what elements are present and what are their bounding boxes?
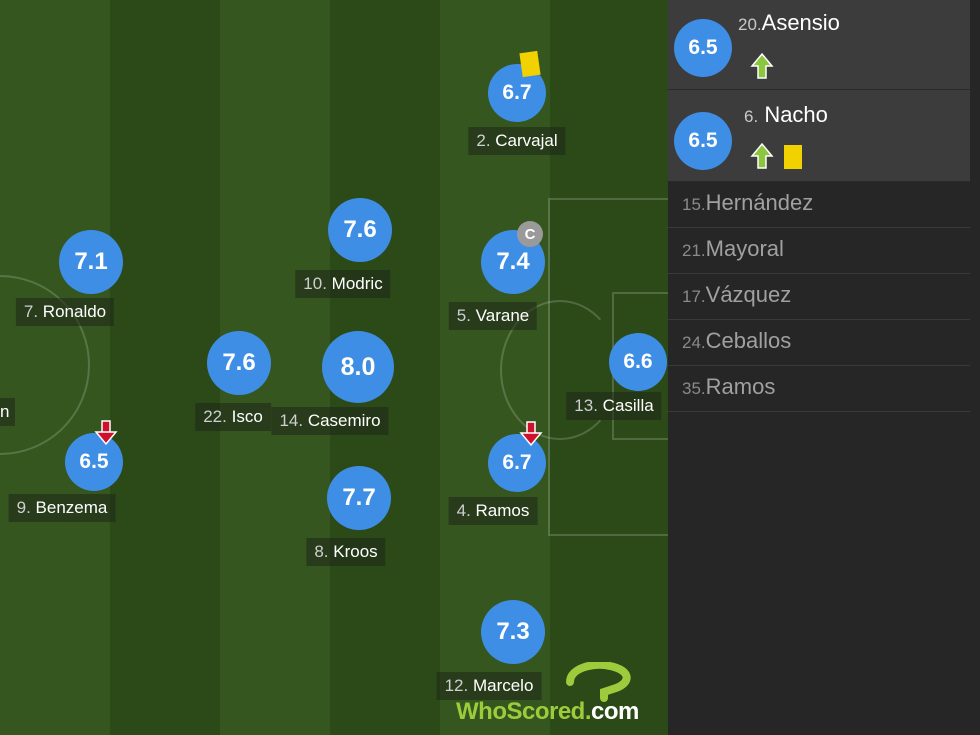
pitch-stripe	[110, 0, 220, 735]
player-name-box: 10. Modric	[295, 270, 391, 298]
rating-bubble: 7.6	[207, 331, 271, 395]
player-name: Marcelo	[472, 676, 534, 695]
substitute-row-asensio[interactable]: 6.5 20.Asensio	[668, 0, 970, 90]
shirt-number: 4.	[456, 501, 471, 520]
shirt-number: 13.	[574, 396, 598, 415]
player-name: Varane	[475, 306, 530, 325]
player-name: Casilla	[602, 396, 654, 415]
penalty-arc	[500, 300, 620, 440]
bench-row-ramos[interactable]: 35.Ramos	[668, 366, 970, 412]
shirt-number: 24.	[682, 333, 706, 352]
shirt-number: 10.	[303, 274, 327, 293]
rating-bubble: 6.5	[674, 112, 732, 170]
bench-row-mayoral[interactable]: 21.Mayoral	[668, 228, 970, 274]
substitute-name-box: 6. Nacho	[744, 102, 828, 128]
pitch: n 6.7 2. Carvajal 7.6 10. Modric 7.4 5. …	[0, 0, 668, 735]
shirt-number: 9.	[16, 498, 31, 517]
shirt-number: 21.	[682, 241, 706, 260]
player-name: Ramos	[705, 374, 776, 399]
logo-suffix: com	[591, 698, 639, 725]
player-name: Isco	[231, 407, 263, 426]
player-name-box: 8. Kroos	[306, 538, 386, 566]
shirt-number: 7.	[23, 302, 39, 321]
player-name-box: 12. Marcelo	[436, 672, 542, 700]
rating-bubble: 6.6	[609, 333, 667, 391]
rating-bubble: 7.3	[481, 600, 545, 664]
shirt-number: 14.	[279, 411, 304, 430]
player-name-box: 2. Carvajal	[468, 127, 566, 155]
player-name-partial: n	[0, 398, 16, 426]
player-name: Ramos	[475, 501, 530, 520]
rating-bubble: 7.6	[328, 198, 392, 262]
rating-bubble: 7.1	[59, 230, 123, 294]
rating-bubble: 6.7	[488, 434, 546, 492]
player-name-box: 7. Ronaldo	[15, 298, 115, 326]
player-name: Asensio	[761, 10, 840, 35]
shirt-number: 8.	[314, 542, 329, 561]
player-name-box: 14. Casemiro	[271, 407, 389, 435]
sub-off-arrow-icon	[519, 421, 543, 447]
substitute-name-box: 20.Asensio	[738, 10, 840, 36]
player-name: Ronaldo	[42, 302, 107, 321]
rating-bubble: 6.5	[65, 433, 123, 491]
logo-text: WhoScored.com	[456, 698, 639, 726]
player-name: Kroos	[333, 542, 378, 561]
yellow-card-icon	[784, 145, 802, 169]
logo-main-text: WhoScored	[456, 698, 585, 725]
player-name-box: 5. Varane	[448, 302, 538, 330]
substitute-row-nacho[interactable]: 6.5 6. Nacho	[668, 90, 970, 182]
player-name: Casemiro	[307, 411, 381, 430]
rating-bubble: 7.7	[327, 466, 391, 530]
player-name-box: 13. Casilla	[566, 392, 662, 420]
sub-on-arrow-icon	[750, 142, 774, 169]
rating-bubble: 6.5	[674, 19, 732, 77]
shirt-number: 12.	[444, 676, 469, 695]
shirt-number: 6.	[744, 107, 759, 126]
player-name: Benzema	[35, 498, 108, 517]
whoscored-logo: WhoScored.com	[456, 662, 639, 725]
bench-row-hernandez[interactable]: 15.Hernández	[668, 182, 970, 228]
player-name: Vázquez	[705, 282, 792, 307]
captain-badge-icon: C	[517, 221, 543, 247]
bench-row-ceballos[interactable]: 24.Ceballos	[668, 320, 970, 366]
shirt-number: 22.	[203, 407, 227, 426]
player-name: Ceballos	[705, 328, 792, 353]
player-name-label: n	[0, 402, 10, 421]
substitutes-panel: 6.5 20.Asensio 6.5 6. Nacho 15.Hernández…	[668, 0, 980, 735]
player-name: Modric	[331, 274, 383, 293]
shirt-number: 2.	[476, 131, 491, 150]
player-name-box: 9. Benzema	[8, 494, 116, 522]
player-name: Nacho	[764, 102, 828, 127]
shirt-number: 35.	[682, 379, 706, 398]
bench-row-vazquez[interactable]: 17.Vázquez	[668, 274, 970, 320]
sub-off-arrow-icon	[94, 420, 118, 446]
logo-dot: .	[584, 698, 592, 725]
yellow-card-icon	[519, 50, 541, 78]
shirt-number: 20.	[738, 15, 762, 34]
player-name: Carvajal	[495, 131, 558, 150]
shirt-number: 17.	[682, 287, 706, 306]
player-name: Hernández	[705, 190, 814, 215]
rating-bubble: 8.0	[322, 331, 394, 403]
player-name-box: 4. Ramos	[448, 497, 538, 525]
sub-on-arrow-icon	[750, 52, 774, 79]
shirt-number: 5.	[456, 306, 471, 325]
shirt-number: 15.	[682, 195, 706, 214]
logo-swirl-icon	[566, 662, 631, 702]
player-name: Mayoral	[705, 236, 784, 261]
player-name-box: 22. Isco	[195, 403, 271, 431]
